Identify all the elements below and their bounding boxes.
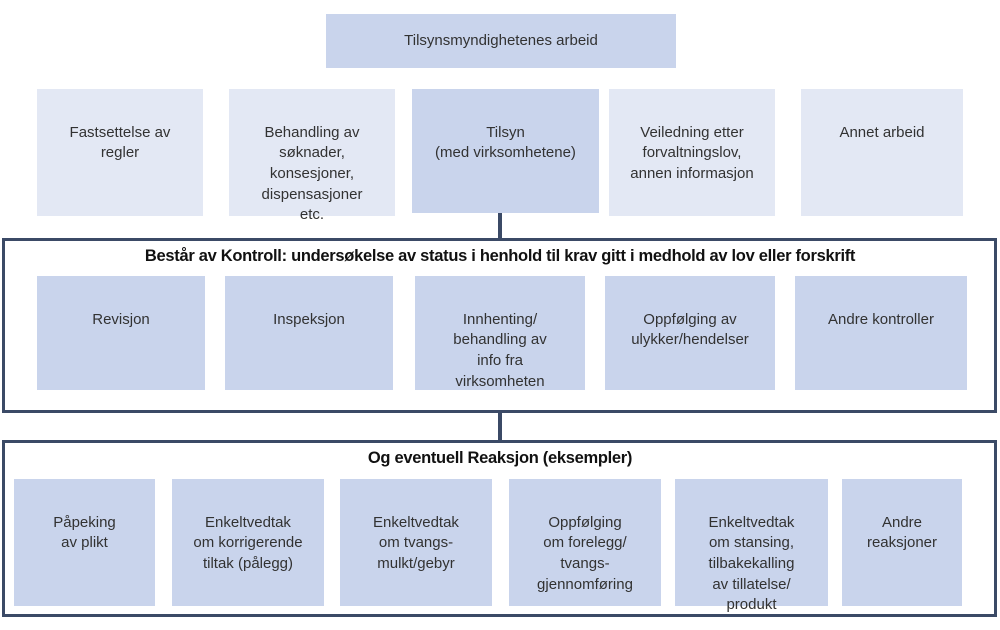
reaction-box-oppfolging-forelegg: Oppfølging om forelegg/ tvangs- gjennomf… [509,479,661,606]
reaction-box-label: Oppfølging om forelegg/ tvangs- gjennomf… [537,513,633,593]
control-box-label: Oppfølging av ulykker/hendelser [631,310,749,349]
control-box-innhenting-info: Innhenting/ behandling av info fra virks… [415,276,585,390]
reaction-box-label: Påpeking av plikt [53,513,116,552]
reaction-box-papeking-av-plikt: Påpeking av plikt [14,479,155,606]
reaction-box-enkeltvedtak-stansing: Enkeltvedtak om stansing, tilbakekalling… [675,479,828,613]
work-area-label: Tilsyn (med virksomhetene) [435,123,576,162]
work-area-label: Veiledning etter forvaltningslov, annen … [630,123,754,183]
work-area-box-annet-arbeid: Annet arbeid [801,89,963,216]
control-section-title: Består av Kontroll: undersøkelse av stat… [144,247,856,265]
reaction-box-label: Andre reaksjoner [866,513,938,552]
control-box-revisjon: Revisjon [37,276,205,390]
work-area-box-tilsyn-highlighted: Tilsyn (med virksomhetene) [412,89,599,213]
reaction-section-title: Og eventuell Reaksjon (eksempler) [367,449,633,467]
control-box-oppfolging-ulykker: Oppfølging av ulykker/hendelser [605,276,775,390]
reaction-box-andre-reaksjoner: Andre reaksjoner [842,479,962,606]
control-box-andre-kontroller: Andre kontroller [795,276,967,390]
control-box-label: Revisjon [92,310,150,328]
reaction-box-label: Enkeltvedtak om stansing, tilbakekalling… [708,513,795,614]
root-box-tilsynsmyndighetenes-arbeid: Tilsynsmyndighetenes arbeid [326,14,676,68]
work-area-box-veiledning: Veiledning etter forvaltningslov, annen … [609,89,775,216]
root-box-label: Tilsynsmyndighetenes arbeid [404,31,598,49]
work-area-label: Fastsettelse av regler [69,123,171,162]
work-area-label: Behandling av søknader, konsesjoner, dis… [261,123,363,224]
reaction-box-label: Enkeltvedtak om korrigerende tiltak (pål… [193,513,303,573]
reaction-box-label: Enkeltvedtak om tvangs- mulkt/gebyr [373,513,459,573]
work-area-label: Annet arbeid [839,123,925,141]
work-area-box-fastsettelse-av-regler: Fastsettelse av regler [37,89,203,216]
control-box-label: Andre kontroller [828,310,934,328]
control-box-label: Inspeksjon [273,310,345,328]
control-box-label: Innhenting/ behandling av info fra virks… [453,310,547,390]
connector-control-to-reaction-section [498,411,502,441]
control-box-inspeksjon: Inspeksjon [225,276,393,390]
reaction-box-enkeltvedtak-korrigerende: Enkeltvedtak om korrigerende tiltak (pål… [172,479,324,606]
work-area-box-behandling-av-soknader: Behandling av søknader, konsesjoner, dis… [229,89,395,223]
connector-tilsyn-to-control-section [498,213,502,240]
reaction-box-enkeltvedtak-tvangsmulkt: Enkeltvedtak om tvangs- mulkt/gebyr [340,479,492,606]
reaction-section-frame [2,440,997,617]
